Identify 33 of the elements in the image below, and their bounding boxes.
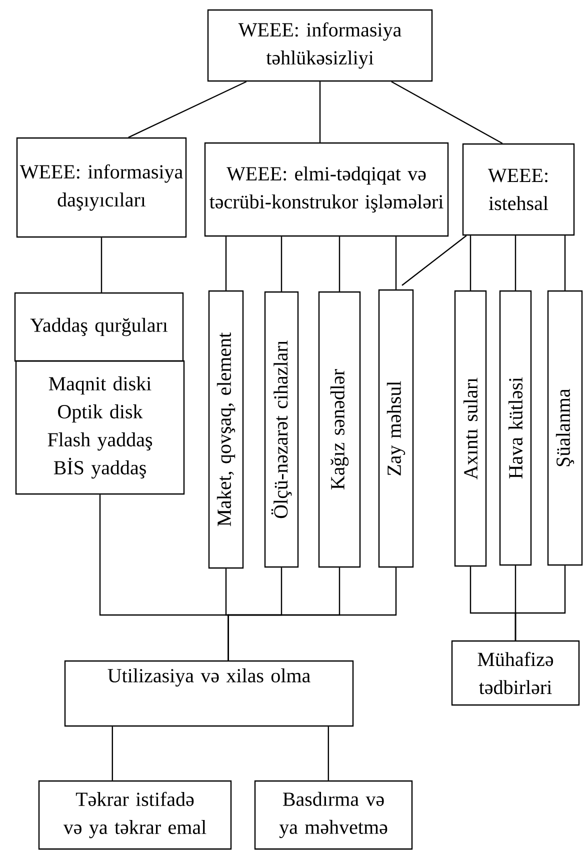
process-box: Ölçü-nəzarət cihazları bbox=[264, 291, 299, 568]
process-box: Basdırma və ya məhvetmə bbox=[254, 780, 413, 850]
connector-line bbox=[112, 726, 113, 780]
process-box: Zay məhsul bbox=[378, 289, 414, 568]
connector-line bbox=[514, 236, 516, 290]
connector-line bbox=[395, 236, 397, 290]
process-box: WEEE: informasiya daşıyıcıları bbox=[16, 137, 187, 238]
connector-line bbox=[402, 235, 467, 286]
process-box: Kağız sənədlər bbox=[318, 291, 361, 568]
process-box: Hava kütləsi bbox=[499, 290, 532, 566]
connector-line bbox=[280, 236, 282, 292]
process-box: WEEE: informasiya təhlükəsizliyi bbox=[207, 9, 433, 82]
process-box: Maqnit diski Optik disk Flash yaddaş BİS yaddaş bbox=[15, 360, 185, 495]
connector-line bbox=[564, 236, 566, 290]
process-box: Təkrar istifadə və ya təkrar emal bbox=[38, 780, 232, 850]
process-box: WEEE: istehsal bbox=[462, 143, 575, 236]
connector-line bbox=[514, 566, 566, 640]
process-box: WEEE: elmi-tədqiqat və təcrübi-konstrukor işləmələri bbox=[204, 142, 449, 237]
process-box: Mühafizə tədbirləri bbox=[451, 640, 580, 706]
connector-line bbox=[470, 236, 472, 290]
connector-line bbox=[228, 568, 397, 660]
connector-line bbox=[319, 82, 321, 142]
process-box: Utilizasiya və xilas olma bbox=[64, 660, 354, 727]
process-box: Yaddaş qurğuları bbox=[14, 292, 184, 362]
process-box: Maket, qovşaq, element bbox=[208, 290, 244, 569]
process-box: Şüalanma bbox=[547, 290, 583, 566]
connector-line bbox=[391, 81, 503, 144]
connector-line bbox=[338, 236, 340, 292]
connector-line bbox=[100, 238, 102, 292]
connector-line bbox=[128, 81, 247, 138]
connector-line bbox=[328, 726, 329, 780]
process-box: Axıntı suları bbox=[454, 290, 487, 567]
connector-line bbox=[225, 236, 227, 290]
